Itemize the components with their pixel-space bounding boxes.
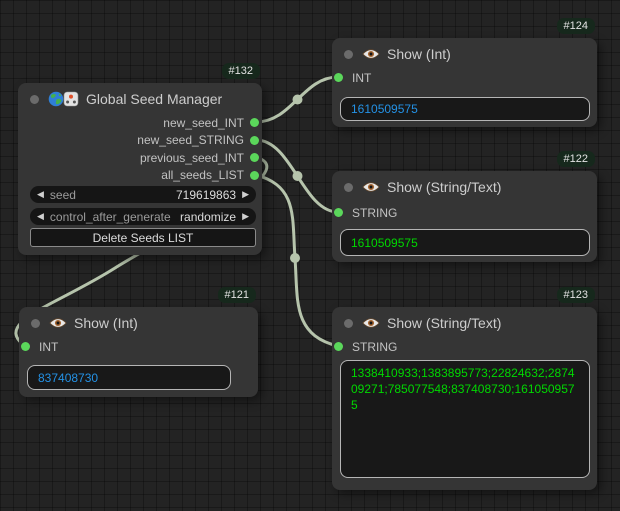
input-slot-row: INT — [19, 340, 162, 354]
node-id-badge: #124 — [556, 18, 595, 34]
output-slot-row: all_seeds_LIST — [18, 168, 262, 182]
node-title: Show (String/Text) — [387, 315, 502, 331]
node-show-string-122[interactable]: #122 Show (String/Text) STRING 161050957… — [332, 151, 597, 262]
output-slot-all-seeds-list[interactable] — [250, 170, 259, 180]
seed-widget[interactable]: ◀ seed 719619863 ▶ — [30, 186, 256, 203]
collapse-dot[interactable] — [344, 182, 353, 192]
increment-arrow-icon[interactable]: ▶ — [242, 189, 249, 199]
output-slot-new-seed-string[interactable] — [250, 135, 259, 145]
node-show-int-121[interactable]: #121 Show (Int) INT 837408730 — [19, 287, 258, 397]
node-title: Show (Int) — [387, 46, 451, 62]
node-id-badge: #132 — [221, 63, 260, 79]
decrement-arrow-icon[interactable]: ◀ — [37, 189, 44, 199]
eye-icon — [362, 48, 380, 60]
link-dot[interactable] — [292, 171, 303, 181]
input-slot-string[interactable] — [334, 342, 343, 351]
display-value[interactable]: 837408730 — [27, 365, 231, 390]
node-title: Show (String/Text) — [387, 179, 502, 195]
link-dot[interactable] — [290, 253, 300, 263]
node-id-badge: #122 — [556, 151, 595, 167]
input-slot-int[interactable] — [21, 342, 30, 351]
output-slot-previous-seed-int[interactable] — [250, 153, 259, 162]
control-after-generate-widget[interactable]: ◀ control_after_generate randomize ▶ — [30, 208, 256, 225]
node-global-seed-manager[interactable]: #132 Global Seed Manager new_seed_INT ne… — [18, 63, 262, 255]
collapse-dot[interactable] — [344, 318, 353, 328]
node-show-int-124[interactable]: #124 Show (Int) INT 1610509575 — [332, 18, 597, 127]
output-slot-new-seed-int[interactable] — [250, 118, 259, 127]
globe-icon — [48, 91, 64, 107]
eye-icon — [362, 317, 380, 329]
output-slot-row: previous_seed_INT — [18, 151, 262, 165]
eye-icon — [362, 181, 380, 193]
input-slot-row: INT — [332, 71, 491, 85]
node-show-string-123[interactable]: #123 Show (String/Text) STRING 133841093… — [332, 287, 597, 490]
next-option-arrow-icon[interactable]: ▶ — [242, 211, 249, 221]
node-titlebar[interactable]: Show (String/Text) — [332, 307, 597, 335]
dice-icon — [63, 91, 79, 107]
node-id-badge: #123 — [556, 287, 595, 303]
display-value[interactable]: 1610509575 — [340, 229, 590, 256]
eye-icon — [49, 317, 67, 329]
collapse-dot[interactable] — [344, 49, 353, 59]
output-slot-row: new_seed_INT — [18, 116, 262, 130]
display-value[interactable]: 1338410933;1383895773;22824632;287409271… — [340, 360, 590, 478]
input-slot-int[interactable] — [334, 73, 343, 82]
node-title: Show (Int) — [74, 315, 138, 331]
link-dot[interactable] — [292, 94, 303, 105]
collapse-dot[interactable] — [30, 94, 39, 104]
input-slot-row: STRING — [332, 206, 491, 220]
input-slot-row: STRING — [332, 340, 491, 354]
node-titlebar[interactable]: Show (Int) — [332, 38, 597, 66]
node-title: Global Seed Manager — [86, 91, 223, 107]
node-id-badge: #121 — [217, 287, 256, 303]
prev-option-arrow-icon[interactable]: ◀ — [37, 211, 44, 221]
node-titlebar[interactable]: Show (Int) — [19, 307, 258, 335]
collapse-dot[interactable] — [31, 318, 40, 328]
display-value[interactable]: 1610509575 — [340, 97, 590, 121]
node-titlebar[interactable]: Global Seed Manager — [18, 83, 262, 111]
output-slot-row: new_seed_STRING — [18, 133, 262, 147]
input-slot-string[interactable] — [334, 208, 343, 217]
delete-seeds-button[interactable]: Delete Seeds LIST — [30, 228, 256, 247]
node-titlebar[interactable]: Show (String/Text) — [332, 171, 597, 199]
